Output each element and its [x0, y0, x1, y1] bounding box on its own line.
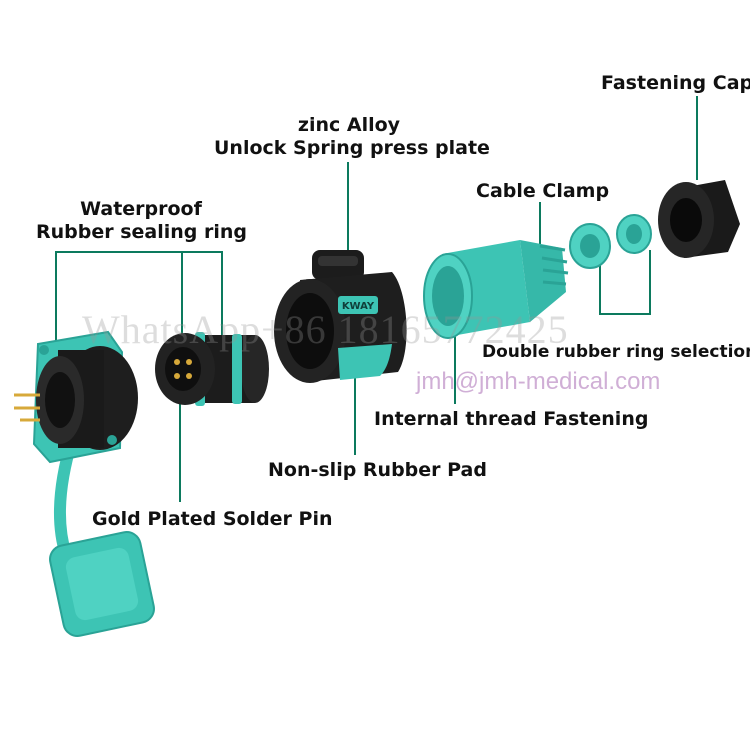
unlock-press-plate-top	[318, 256, 358, 266]
label-waterproof-line2: Rubber sealing ring	[36, 221, 248, 243]
housing-opening	[286, 293, 334, 369]
label-double-rubber-ring: Double rubber ring selection	[482, 342, 750, 362]
kway-badge-text: KWAY	[342, 301, 375, 312]
gold-pin-4	[186, 373, 192, 379]
rubber-ring-small-hole	[626, 224, 642, 244]
non-slip-rubber-pad	[338, 344, 392, 380]
plug-insert-back	[241, 335, 269, 403]
label-waterproof: Waterproof Rubber sealing ring	[36, 198, 248, 244]
plug-insert	[155, 332, 269, 406]
rubber-ring-large-hole	[580, 234, 600, 258]
sealing-ring-2	[232, 334, 242, 404]
panel-socket	[14, 330, 155, 637]
plug-insert-face	[165, 347, 201, 391]
flange-hole-2	[107, 435, 117, 445]
thread-opening	[432, 266, 464, 326]
dust-cap-inner	[65, 547, 139, 621]
watermark-whatsapp: WhatsApp+86 18165772425	[82, 307, 569, 352]
socket-face	[45, 372, 75, 428]
label-internal-thread: Internal thread Fastening	[374, 408, 649, 430]
label-waterproof-line1: Waterproof	[80, 198, 202, 220]
gold-pin-2	[186, 359, 192, 365]
watermark-email: jmh@jmh-medical.com	[416, 368, 661, 395]
fastening-cap-opening	[670, 198, 702, 242]
label-fastening-cap: Fastening Cap	[601, 72, 750, 94]
thread-and-clamp	[423, 240, 569, 339]
label-gold-pin: Gold Plated Solder Pin	[92, 508, 333, 530]
fastening-cap	[658, 180, 740, 258]
leader-line-waterproof	[55, 251, 223, 350]
gold-pin-3	[174, 373, 180, 379]
locking-housing: KWAY	[274, 250, 407, 383]
label-zinc-alloy: zinc Alloy Unlock Spring press plate	[214, 114, 490, 160]
kway-badge	[338, 296, 378, 314]
label-cable-clamp: Cable Clamp	[476, 180, 610, 202]
label-zinc-alloy-line1: zinc Alloy	[297, 114, 401, 136]
flange-hole-1	[39, 345, 49, 355]
label-non-slip-pad: Non-slip Rubber Pad	[268, 459, 487, 481]
cable-clamp-fingers	[539, 244, 569, 286]
label-zinc-alloy-line2: Unlock Spring press plate	[214, 137, 490, 159]
gold-pin-1	[174, 359, 180, 365]
double-rubber-rings	[569, 214, 652, 269]
leader-line-double-ring	[599, 250, 651, 315]
